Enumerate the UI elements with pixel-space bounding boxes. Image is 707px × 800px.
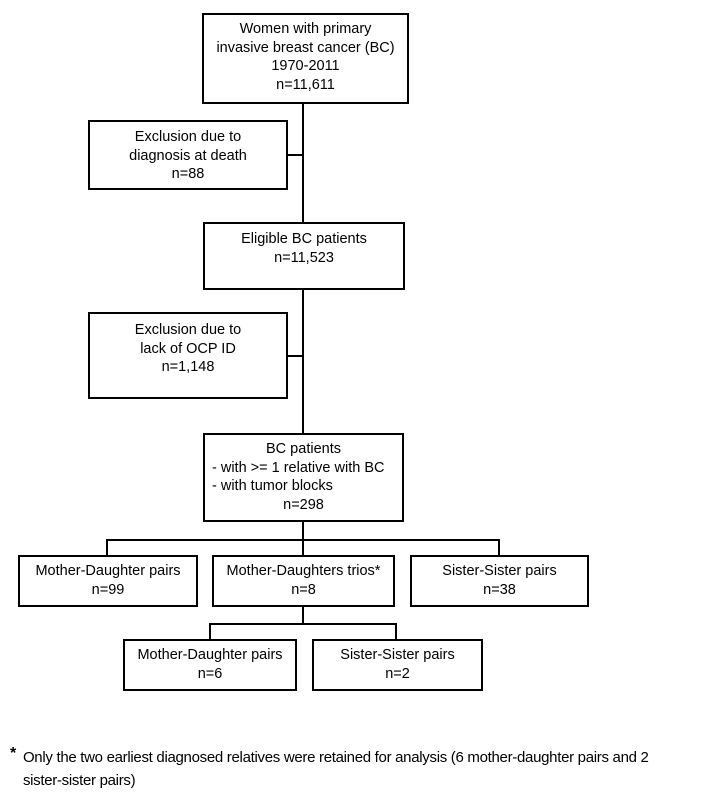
box-text-line: lack of OCP ID — [140, 340, 236, 357]
flow-box-exclusion-ocp-id: Exclusion due to lack of OCP ID n=1,148 — [88, 312, 288, 399]
box-text-line: invasive breast cancer (BC) — [216, 39, 395, 56]
box-count: n=11,523 — [274, 249, 334, 266]
connector-line — [106, 539, 108, 555]
box-text-line: Sister-Sister pairs — [442, 563, 557, 579]
connector-line — [288, 355, 303, 357]
box-count: n=8 — [291, 581, 316, 598]
box-count: n=298 — [283, 496, 324, 513]
flow-box-mother-daughter-pairs-retained: Mother-Daughter pairs n=6 — [123, 639, 297, 691]
flow-box-source-population: Women with primary invasive breast cance… — [202, 13, 409, 104]
box-bullet-line: - with >= 1 relative with BC — [212, 459, 385, 476]
box-count: n=99 — [91, 581, 125, 598]
box-text-line: Eligible BC patients — [241, 231, 367, 247]
connector-line — [395, 623, 397, 639]
flow-box-sister-sister-pairs-retained: Sister-Sister pairs n=2 — [312, 639, 483, 691]
connector-line — [288, 154, 303, 156]
connector-line — [498, 539, 500, 555]
box-bullet-line: - with tumor blocks — [212, 478, 333, 494]
footnote-asterisk-marker: * — [10, 745, 16, 762]
flow-box-mother-daughter-pairs: Mother-Daughter pairs n=99 — [18, 555, 198, 607]
box-title: BC patients — [266, 441, 341, 457]
connector-line — [302, 290, 304, 433]
box-count: n=11,611 — [276, 76, 335, 93]
box-text-line: Exclusion due to — [134, 129, 242, 145]
flow-box-sister-sister-pairs: Sister-Sister pairs n=38 — [410, 555, 589, 607]
flow-box-eligible-patients: Eligible BC patients n=11,523 — [203, 222, 405, 290]
box-text-line: Exclusion due to — [134, 322, 242, 338]
connector-line — [302, 539, 304, 555]
box-text-line: 1970-2011 — [271, 58, 340, 74]
box-count: n=2 — [385, 665, 410, 682]
box-text-line: Mother-Daughters trios* — [226, 563, 381, 579]
box-text-line: Mother-Daughter pairs — [137, 647, 283, 663]
connector-line — [209, 623, 211, 639]
box-count: n=38 — [483, 581, 516, 598]
box-count: n=88 — [171, 166, 205, 182]
box-count: n=1,148 — [161, 359, 215, 375]
box-text-line: diagnosis at death — [129, 147, 247, 164]
footnote: * Only the two earliest diagnosed relati… — [10, 745, 686, 792]
connector-line — [302, 522, 304, 541]
flow-box-mother-daughters-trios: Mother-Daughters trios* n=8 — [212, 555, 395, 607]
connector-line — [302, 104, 304, 222]
box-text-line: Sister-Sister pairs — [340, 647, 455, 663]
box-count: n=6 — [197, 665, 223, 682]
flow-box-exclusion-death: Exclusion due to diagnosis at death n=88 — [88, 120, 288, 190]
flow-box-bc-patients-with-relatives: BC patients - with >= 1 relative with BC… — [203, 433, 404, 522]
box-text-line: Mother-Daughter pairs — [35, 563, 181, 579]
box-text-line: Women with primary — [239, 21, 372, 37]
footnote-text: Only the two earliest diagnosed relative… — [22, 749, 649, 789]
connector-line — [209, 623, 397, 625]
connector-line — [302, 607, 304, 625]
